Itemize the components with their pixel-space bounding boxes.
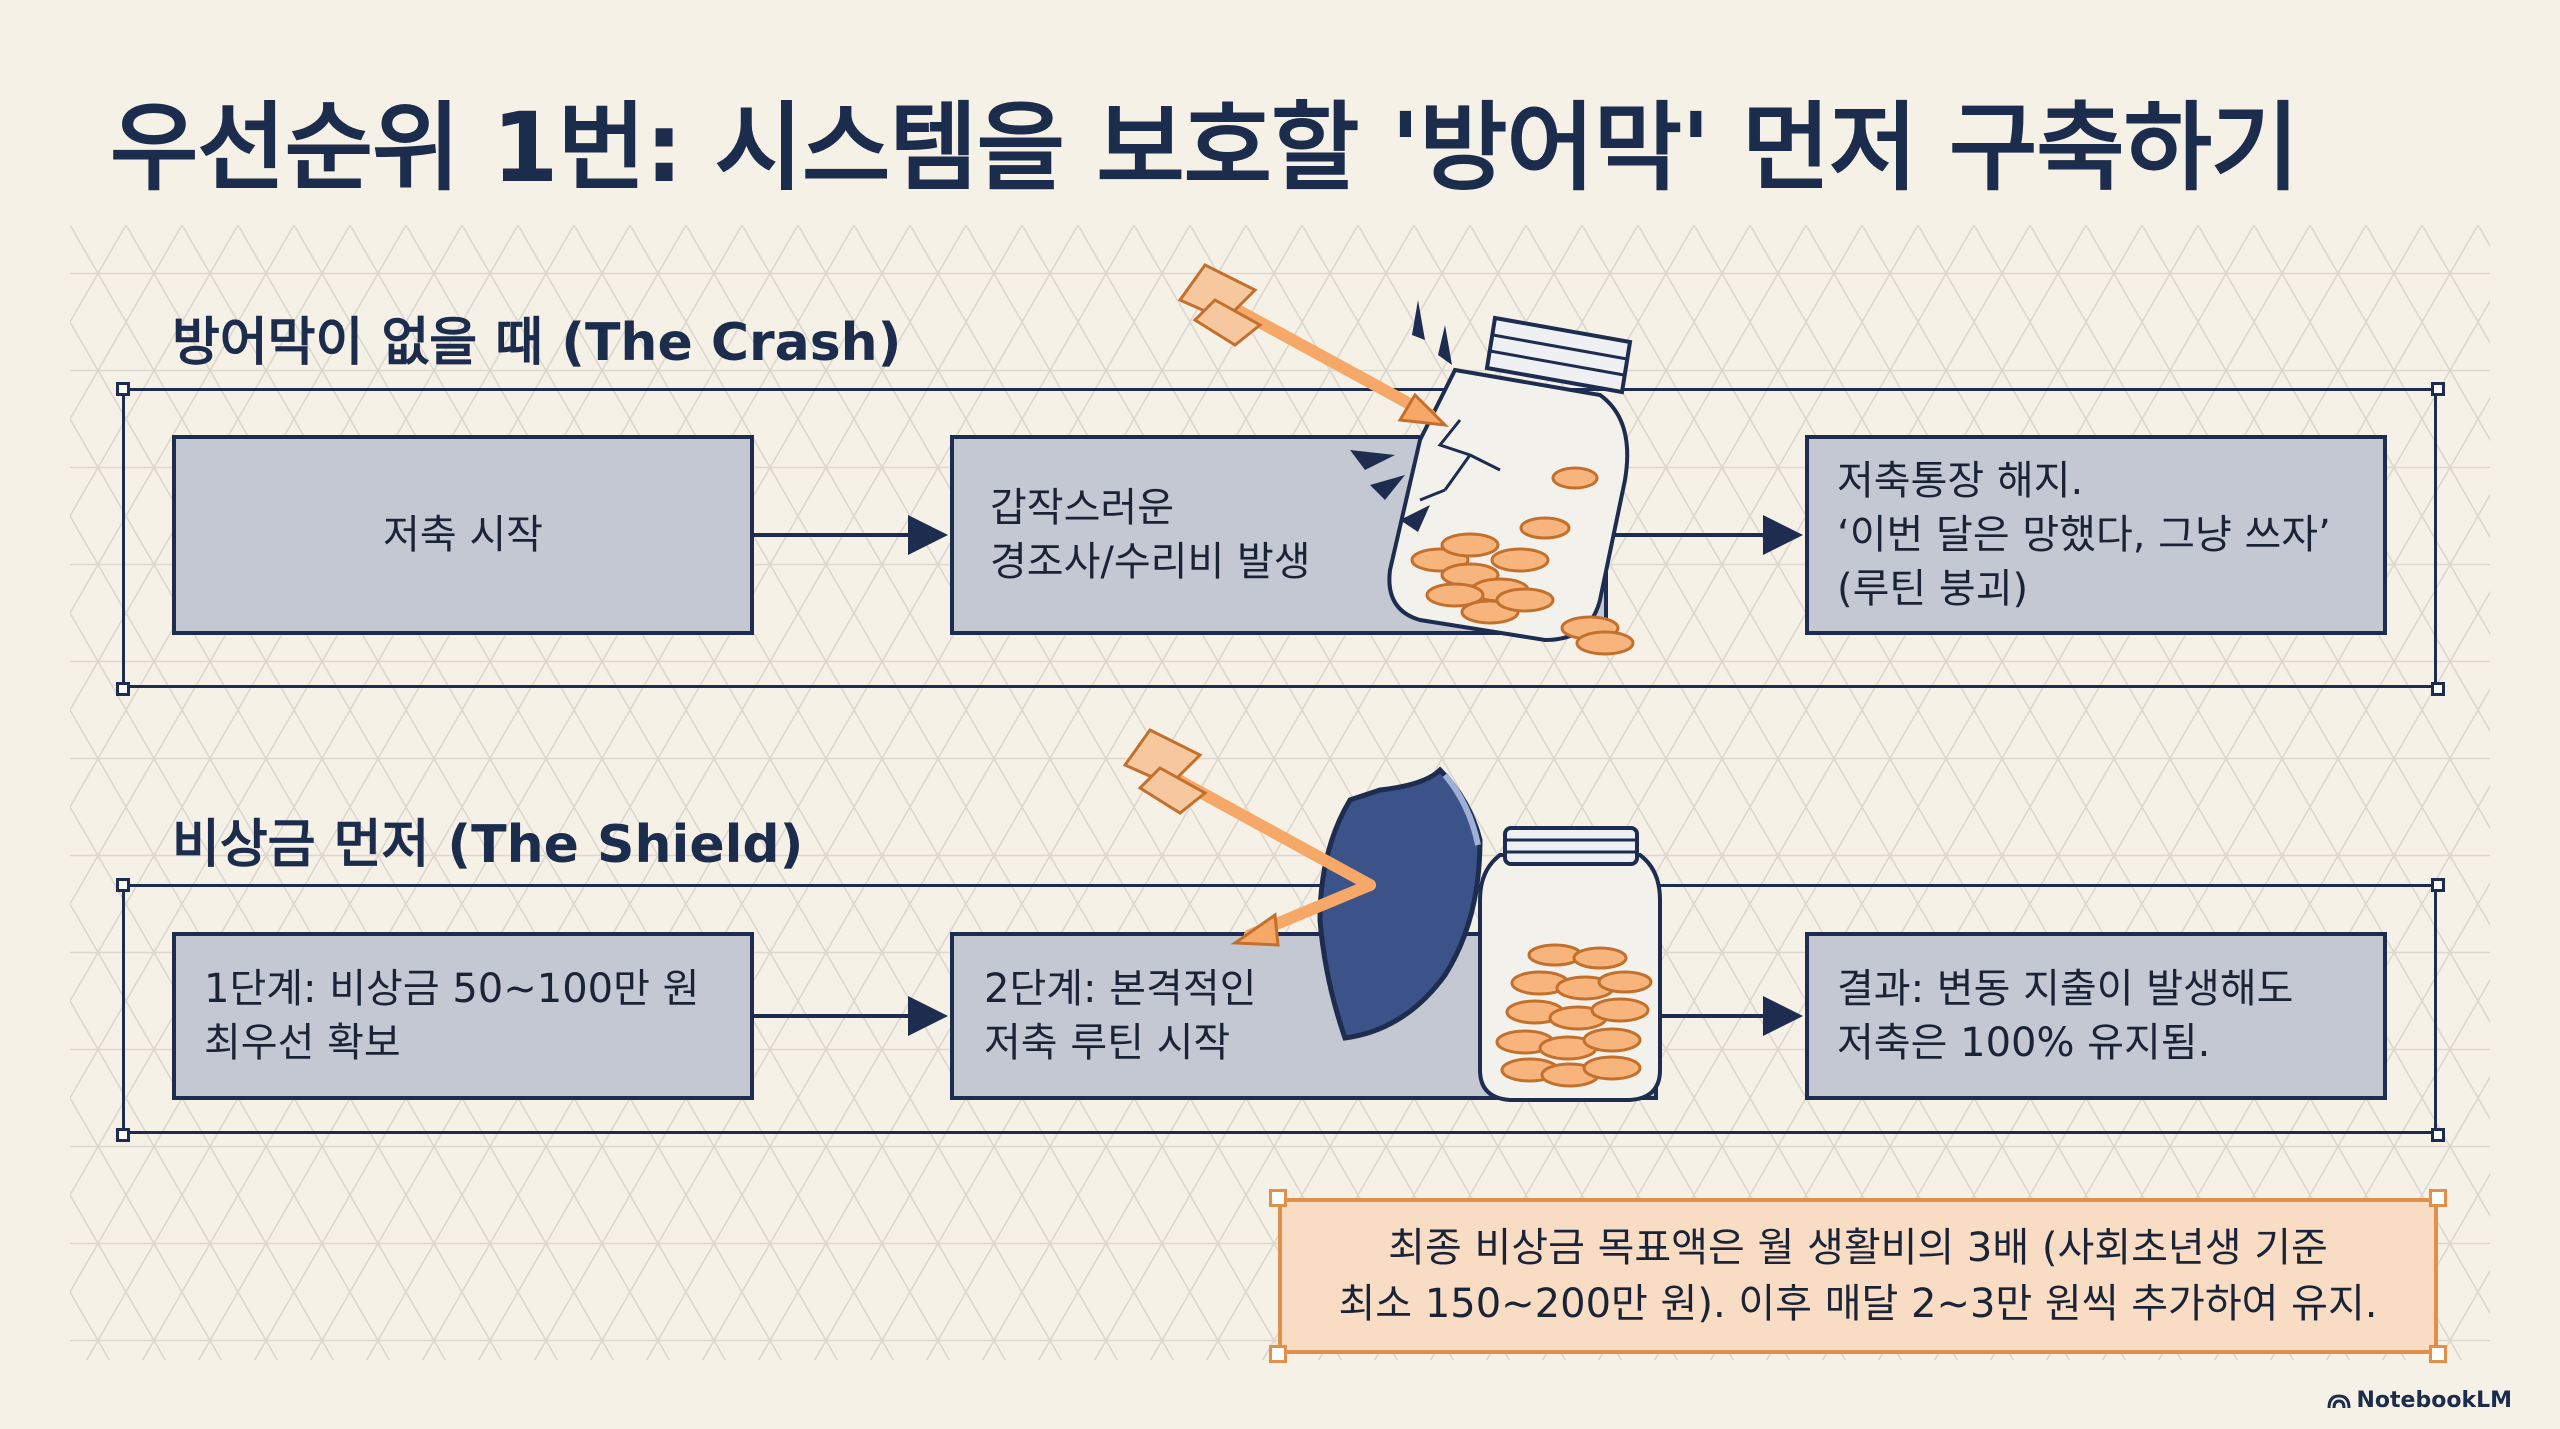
note-handle xyxy=(2429,1189,2447,1207)
notebooklm-logo: NotebookLM xyxy=(2327,1388,2512,1413)
final-goal-note-text: 최종 비상금 목표액은 월 생활비의 3배 (사회초년생 기준 최소 150~2… xyxy=(1338,1225,2378,1327)
shield-step-2-text: 2단계: 본격적인 저축 루틴 시작 xyxy=(984,966,1257,1066)
frame-handle xyxy=(116,878,130,892)
frame-handle xyxy=(116,1128,130,1142)
shield-step-1: 1단계: 비상금 50~100만 원 최우선 확보 xyxy=(172,932,754,1100)
note-handle xyxy=(2429,1345,2447,1363)
crash-step-3-text: 저축통장 해지. ‘이번 달은 망했다, 그냥 쓰자’ (루틴 붕괴) xyxy=(1837,458,2331,612)
crash-section-title: 방어막이 없을 때 (The Crash) xyxy=(172,313,902,373)
frame-handle xyxy=(2431,682,2445,696)
shield-step-1-text: 1단계: 비상금 50~100만 원 최우선 확보 xyxy=(204,966,700,1066)
shield-step-2: 2단계: 본격적인 저축 루틴 시작 xyxy=(950,932,1658,1100)
shield-step-3-text: 결과: 변동 지출이 발생해도 저축은 100% 유지됨. xyxy=(1837,966,2294,1066)
page-title: 우선순위 1번: 시스템을 보호할 '방어막' 먼저 구축하기 xyxy=(110,92,2299,204)
frame-handle xyxy=(116,382,130,396)
crash-step-2: 갑작스러운 경조사/수리비 발생 xyxy=(950,435,1608,635)
notebooklm-logo-text: NotebookLM xyxy=(2356,1388,2512,1413)
shield-section-title: 비상금 먼저 (The Shield) xyxy=(172,815,804,875)
note-handle xyxy=(1269,1345,1287,1363)
crash-step-2-text: 갑작스러운 경조사/수리비 발생 xyxy=(990,485,1311,585)
notebooklm-logo-icon xyxy=(2327,1393,2351,1408)
crash-step-1: 저축 시작 xyxy=(172,435,754,635)
frame-handle xyxy=(2431,382,2445,396)
frame-handle xyxy=(2431,878,2445,892)
frame-handle xyxy=(2431,1128,2445,1142)
note-handle xyxy=(1269,1189,1287,1207)
shield-step-3: 결과: 변동 지출이 발생해도 저축은 100% 유지됨. xyxy=(1805,932,2387,1100)
crash-step-1-text: 저축 시작 xyxy=(383,512,543,558)
final-goal-note: 최종 비상금 목표액은 월 생활비의 3배 (사회초년생 기준 최소 150~2… xyxy=(1278,1198,2438,1354)
crash-step-3: 저축통장 해지. ‘이번 달은 망했다, 그냥 쓰자’ (루틴 붕괴) xyxy=(1805,435,2387,635)
frame-handle xyxy=(116,682,130,696)
